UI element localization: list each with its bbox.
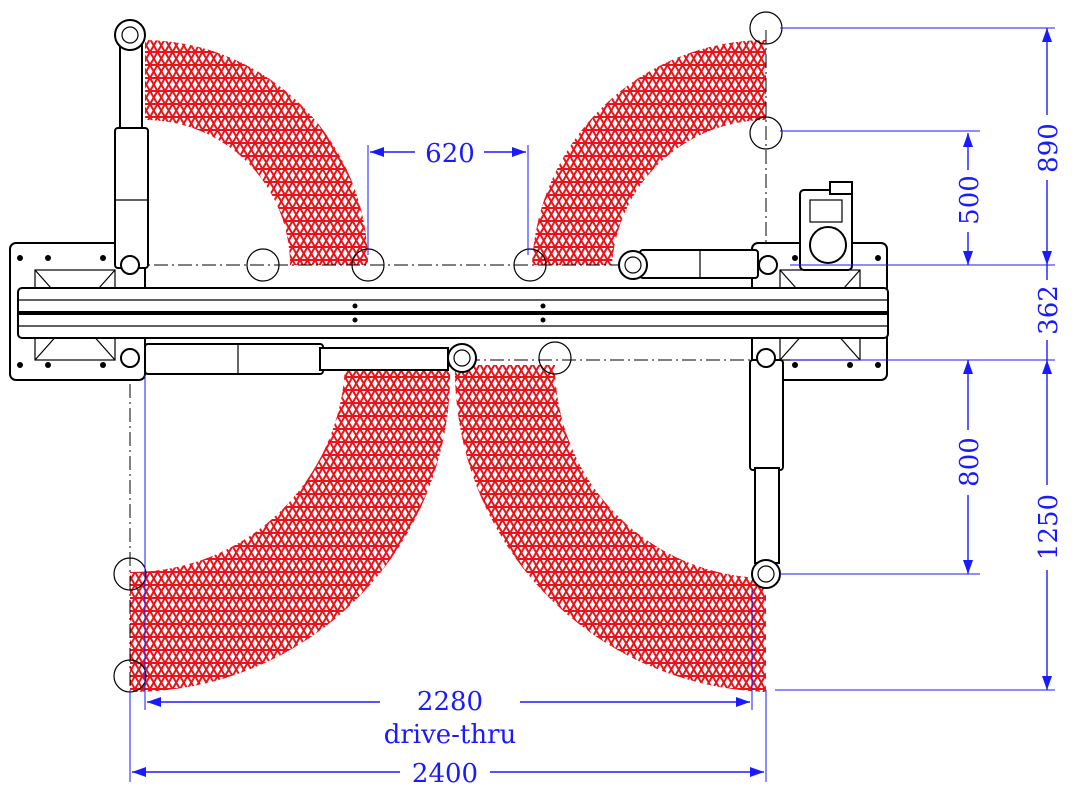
swing-area-top-left [145, 40, 368, 265]
dim-drive-thru-label: drive-thru [384, 720, 517, 750]
arm-bottom-right [749, 348, 784, 589]
dimension-lines [132, 28, 1052, 777]
power-unit [799, 181, 853, 271]
dim-overall-width: 2400 [412, 759, 478, 789]
dim-arm-gap: 620 [425, 139, 475, 169]
arm-bottom-left [120, 343, 477, 375]
dim-front-reach: 500 [955, 175, 985, 225]
dim-drive-thru-value: 2280 [417, 687, 483, 717]
arm-top-right [618, 249, 778, 280]
dim-short-arm: 800 [955, 437, 985, 487]
arm-top-left [114, 19, 149, 275]
swing-area-top-right [532, 40, 766, 265]
dim-beam-width: 362 [1034, 285, 1064, 335]
swing-area-bottom-right [454, 365, 766, 692]
extension-lines [129, 27, 1055, 782]
cross-beam [17, 287, 889, 339]
swing-area-bottom-left [130, 365, 451, 693]
dim-rear-reach: 890 [1034, 123, 1064, 173]
dim-long-arm: 1250 [1034, 494, 1064, 560]
